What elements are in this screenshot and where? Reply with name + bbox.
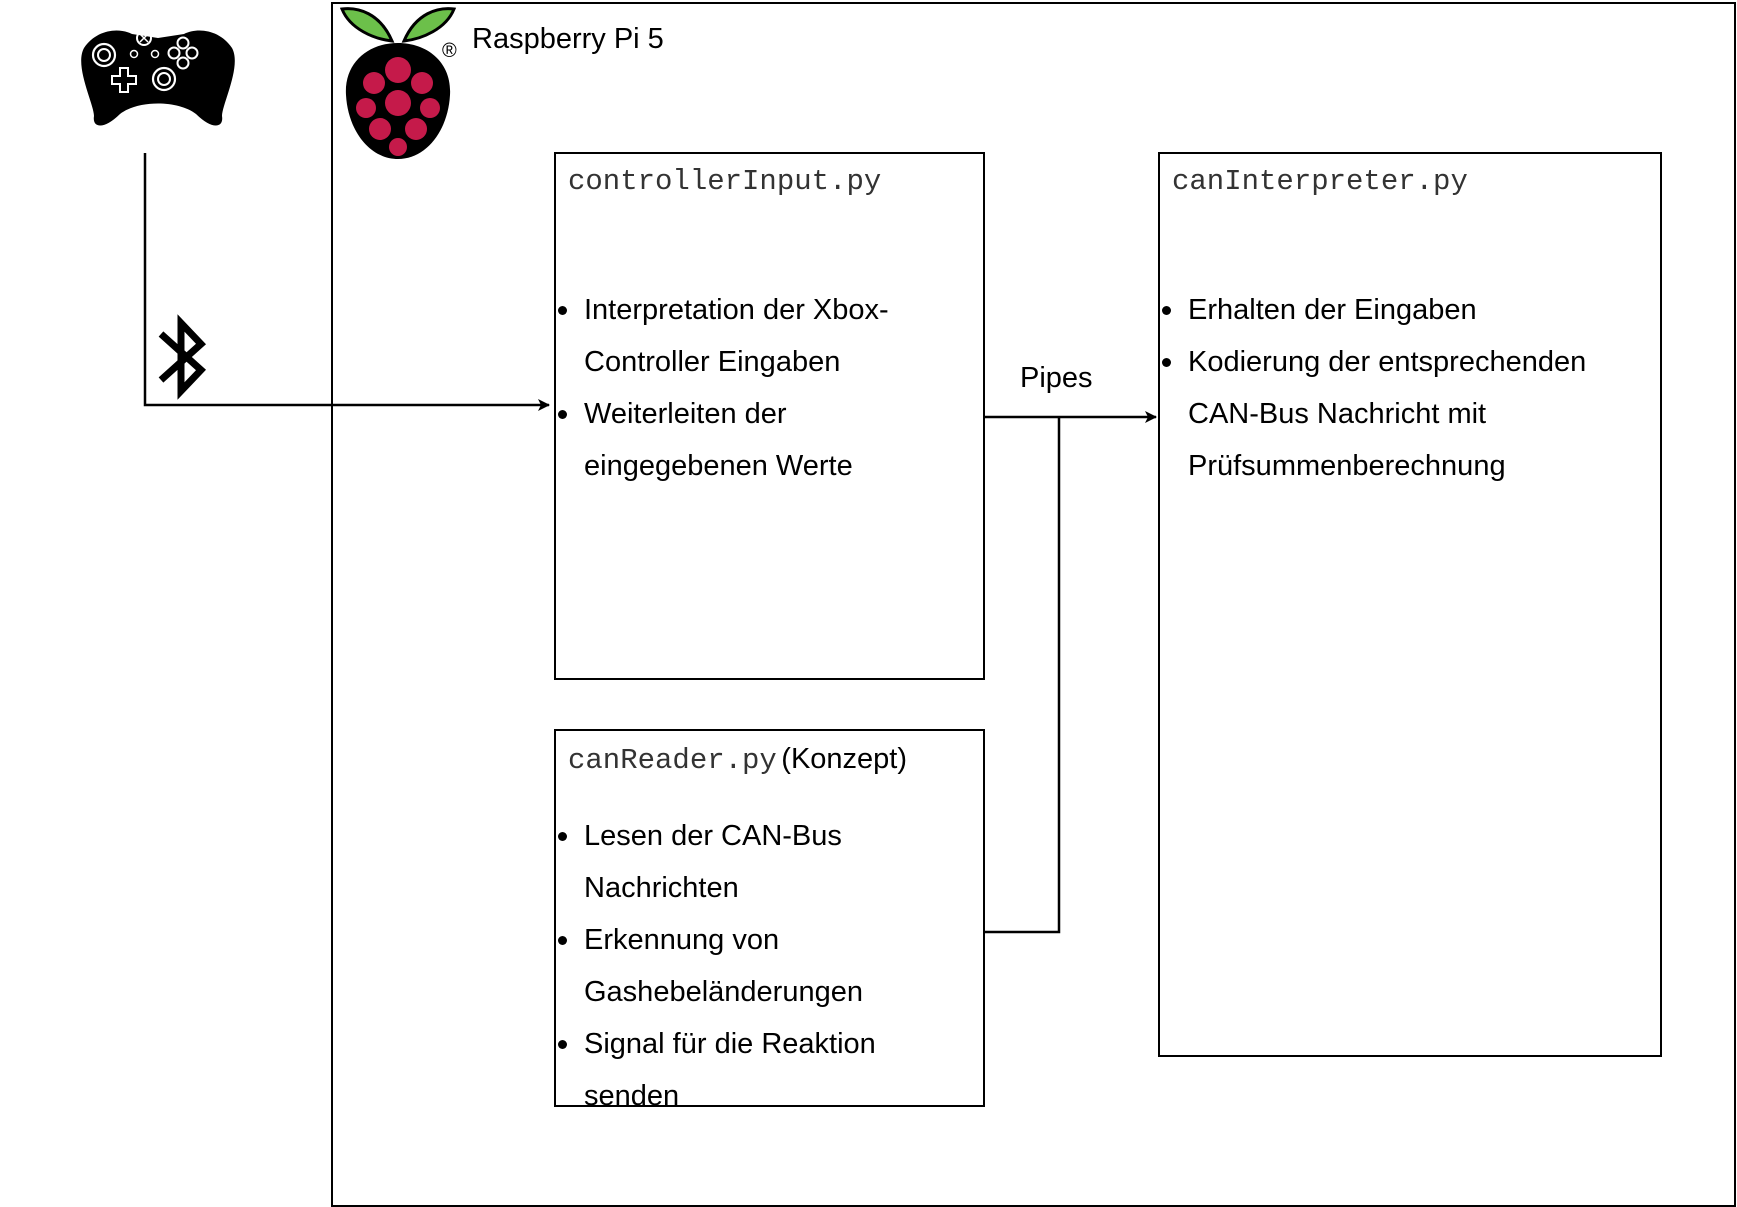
can-reader-bullet-2: Erkennung von Gashebeländerungen bbox=[556, 914, 976, 1018]
xbox-controller-icon bbox=[81, 30, 235, 126]
can-reader-pipe-line bbox=[984, 417, 1061, 934]
can-reader-bullet-1: Lesen der CAN-Bus Nachrichten bbox=[556, 810, 976, 914]
can-reader-title: canReader.py (Konzept) bbox=[568, 741, 907, 782]
can-reader-bullet-3: Signal für die Reaktion senden bbox=[556, 1018, 976, 1122]
controller-input-filename: controllerInput.py bbox=[568, 165, 882, 198]
pipes-label: Pipes bbox=[1020, 362, 1093, 394]
controller-input-bullets: Interpretation der Xbox- Controller Eing… bbox=[556, 284, 976, 492]
raspberry-pi-container bbox=[331, 2, 1736, 1207]
bluetooth-connection-line bbox=[143, 153, 550, 411]
can-reader-bullets: Lesen der CAN-Bus Nachrichten Erkennung … bbox=[556, 810, 976, 1122]
can-interpreter-bullets: Erhalten der Eingaben Kodierung der ents… bbox=[1160, 284, 1655, 492]
registered-mark: ® bbox=[442, 40, 457, 62]
controller-input-bullet-2: Weiterleiten der eingegebenen Werte bbox=[556, 388, 976, 492]
can-interpreter-bullet-1: Erhalten der Eingaben bbox=[1160, 284, 1655, 336]
can-reader-note: (Konzept) bbox=[781, 743, 908, 775]
device-title: Raspberry Pi 5 bbox=[472, 23, 664, 55]
controller-input-module: controllerInput.py Interpretation der Xb… bbox=[554, 152, 985, 680]
can-reader-module: canReader.py (Konzept) Lesen der CAN-Bus… bbox=[554, 729, 985, 1112]
can-interpreter-module: canInterpreter.py Erhalten der Eingaben … bbox=[1158, 152, 1662, 1057]
bluetooth-icon bbox=[158, 314, 207, 400]
can-reader-filename: canReader.py bbox=[568, 744, 777, 777]
controller-input-bullet-1: Interpretation der Xbox- Controller Eing… bbox=[556, 284, 976, 388]
raspberry-pi-logo-icon bbox=[339, 7, 457, 159]
can-interpreter-filename: canInterpreter.py bbox=[1172, 165, 1468, 198]
can-interpreter-bullet-2: Kodierung der entsprechenden CAN-Bus Nac… bbox=[1160, 336, 1655, 492]
